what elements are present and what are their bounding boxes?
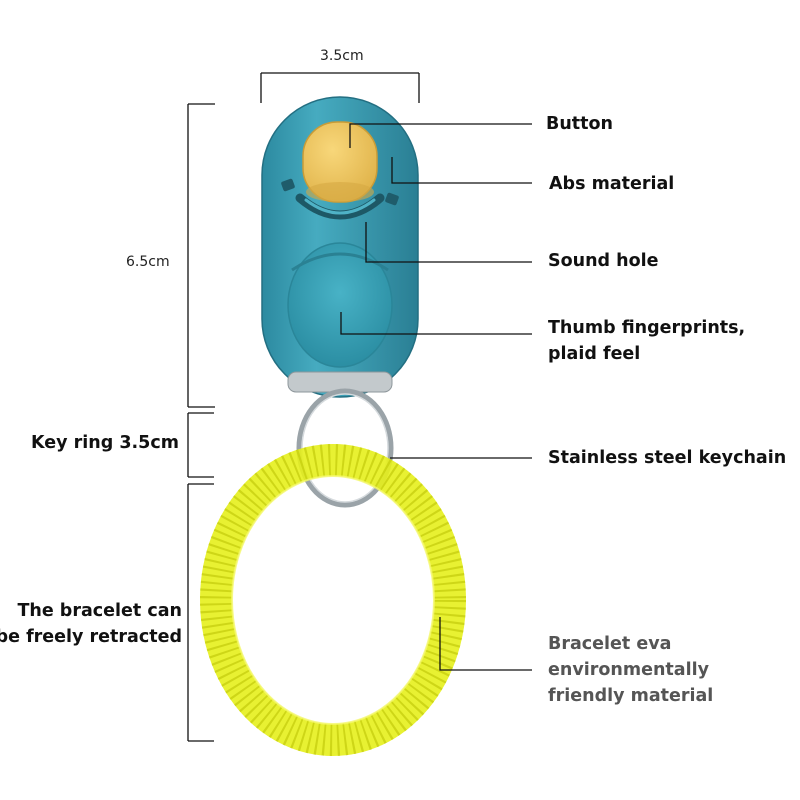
bracelet-eva-callout-line2: environmentally — [548, 660, 709, 680]
sound-hole-leader-line — [365, 222, 532, 263]
bracelet-dimension-bracket — [187, 483, 214, 742]
sound-hole-callout: Sound hole — [548, 251, 659, 271]
height-dimension-label: 6.5cm — [126, 254, 170, 270]
abs-material-callout: Abs material — [549, 174, 675, 194]
bracelet-eva-leader-line — [439, 617, 532, 671]
key-ring-dimension-bracket — [187, 412, 214, 478]
bracelet-eva-callout-line1: Bracelet eva — [548, 634, 672, 654]
retract-callout-line2: be freely retracted — [0, 627, 182, 647]
retract-callout-line1: The bracelet can — [17, 601, 182, 621]
clicker-button — [302, 121, 378, 203]
clicker-body — [261, 96, 419, 398]
key-ring-size-label: Key ring 3.5cm — [31, 433, 179, 453]
button-callout: Button — [546, 114, 614, 134]
height-dimension-bracket — [187, 103, 215, 408]
callout-lines — [340, 123, 532, 671]
keychain-callout: Stainless steel keychain — [548, 448, 787, 468]
bracelet-eva-callout-line3: friendly material — [548, 686, 714, 706]
width-dimension-label: 3.5cm — [320, 48, 364, 64]
thumb-callout-line1: Thumb fingerprints, — [548, 318, 746, 338]
button-leader-line — [349, 123, 532, 148]
split-key-ring — [296, 388, 394, 508]
abs-material-leader-line — [391, 157, 532, 184]
coil-wrist-bracelet — [200, 444, 466, 756]
thumb-callout-line2: plaid feel — [548, 344, 641, 364]
width-dimension-bracket — [260, 72, 420, 103]
thumb-leader-line — [340, 312, 532, 335]
